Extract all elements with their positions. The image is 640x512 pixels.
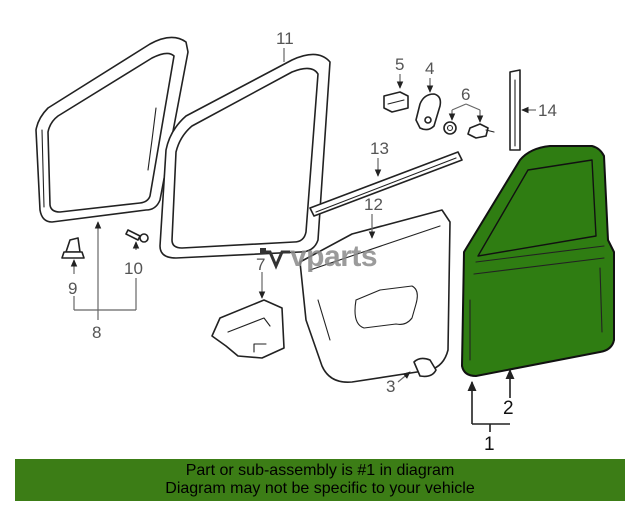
callout-4: 4 (425, 59, 434, 78)
callout-5: 5 (395, 55, 404, 74)
callout-8: 8 (92, 323, 101, 342)
part-5-bracket (383, 91, 409, 113)
footer-line-2: Diagram may not be specific to your vehi… (165, 480, 475, 497)
part-12-trim-panel (299, 209, 451, 383)
vparts-logo: vparts (260, 240, 378, 273)
footer-line-1: Part or sub-assembly is #1 in diagram (185, 462, 455, 479)
part-4-check-link (415, 93, 442, 131)
part-1-door-shell (461, 145, 615, 377)
footer-banner: Part or sub-assembly is #1 in diagram Di… (15, 459, 625, 501)
callout-6: 6 (461, 85, 470, 104)
part-10-clip (125, 229, 149, 243)
part-9-plug (61, 237, 85, 259)
vparts-logo-text: vparts (290, 240, 377, 273)
leader-lines (70, 48, 536, 432)
callout-2: 2 (503, 398, 514, 419)
callout-7: 7 (256, 255, 265, 274)
callout-14: 14 (538, 101, 557, 120)
part-8-body-weatherstrip (35, 36, 189, 223)
part-13-belt-molding (309, 151, 463, 217)
part-7-armrest (211, 299, 285, 359)
callout-1: 1 (484, 434, 495, 455)
part-11-door-weatherstrip (159, 53, 331, 259)
callout-3: 3 (386, 377, 395, 396)
callout-9: 9 (68, 279, 77, 298)
callout-13: 13 (370, 139, 389, 158)
part-6-fasteners (443, 121, 495, 139)
callout-10: 10 (124, 259, 143, 278)
part-3-clip (413, 357, 437, 378)
callout-11: 11 (276, 29, 294, 48)
callout-12: 12 (364, 195, 383, 214)
part-14-trim-channel (509, 69, 521, 151)
